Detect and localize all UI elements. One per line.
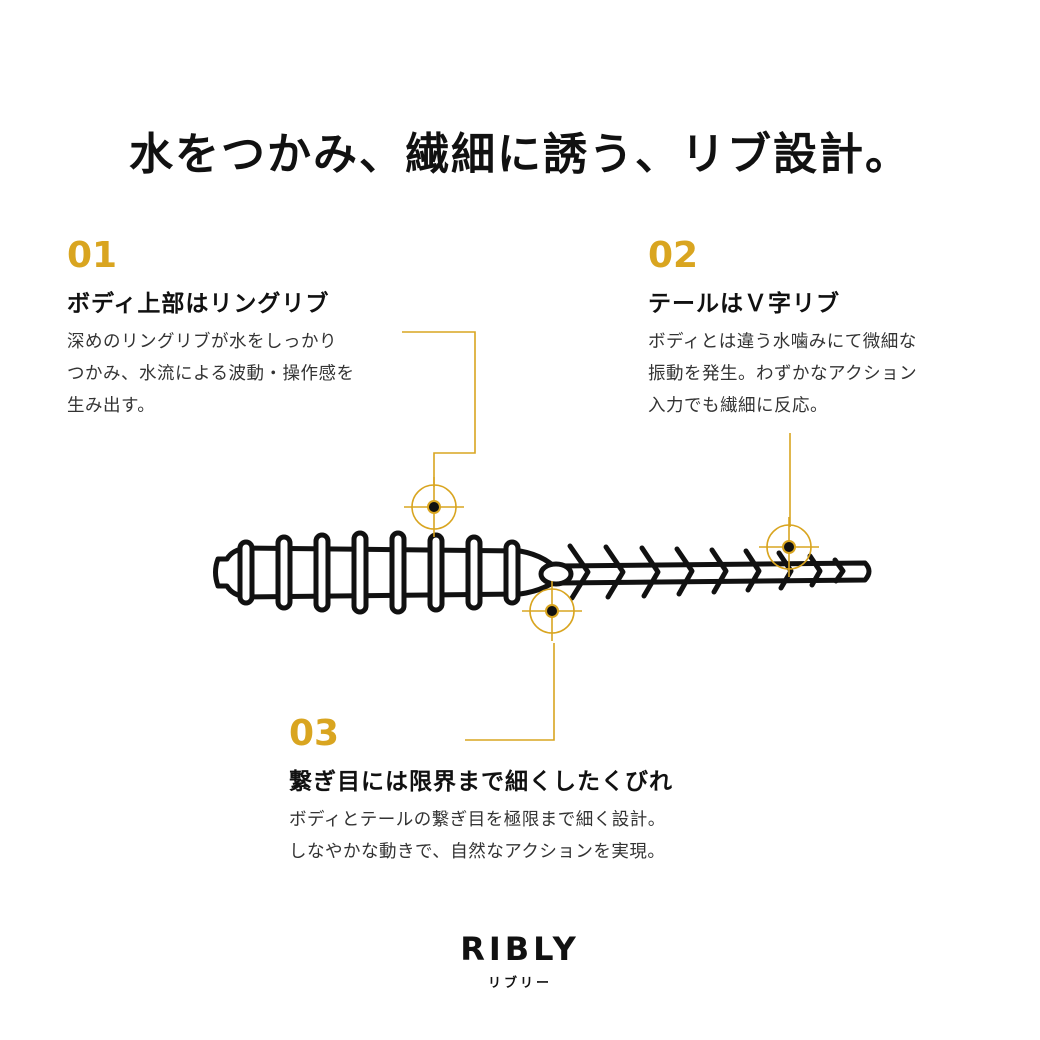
ring-rib [237, 539, 255, 606]
v-rib [674, 546, 695, 597]
feature-number: 03 [289, 713, 340, 754]
ring-rib [465, 534, 483, 611]
feature-ring-rib: 01 ボディ上部はリングリブ 深めのリングリブが水をしっかり つかみ、水流による… [67, 236, 354, 422]
feature-number: 02 [648, 235, 699, 276]
v-rib [743, 548, 762, 593]
target-marker-01 [404, 477, 464, 537]
ring-ribs [237, 530, 521, 615]
v-rib [807, 553, 823, 588]
v-rib [603, 544, 626, 600]
brand-logo: RIBLY [460, 930, 580, 968]
v-rib [776, 550, 794, 591]
ring-rib [389, 530, 407, 615]
feature-waist: 03 繋ぎ目には限界まで細くしたくびれ ボディとテールの繋ぎ目を極限まで細く設計… [289, 714, 673, 868]
v-rib [639, 545, 661, 599]
feature-number: 01 [67, 235, 118, 276]
feature-description: 深めのリングリブが水をしっかり つかみ、水流による波動・操作感を 生み出す。 [67, 332, 355, 416]
v-rib [832, 557, 846, 584]
feature-v-rib: 02 テールはＶ字リブ ボディとは違う水噛みにて微細な 振動を発生。わずかなアク… [648, 236, 917, 422]
v-ribs [567, 543, 846, 601]
lure-connector [538, 561, 574, 587]
ring-rib [275, 534, 293, 611]
ring-rib [351, 530, 369, 615]
brand-kana: リブリー [487, 976, 552, 991]
ring-rib [427, 532, 445, 613]
v-rib [709, 547, 729, 595]
feature-title: ボディ上部はリングリブ [67, 291, 330, 317]
feature-title: 繋ぎ目には限界まで細くしたくびれ [289, 769, 673, 795]
leader-line-03 [465, 643, 555, 741]
lure-tail-rod [557, 560, 872, 586]
ring-rib [313, 532, 331, 613]
feature-description: ボディとテールの繋ぎ目を極限まで細く設計。 しなやかな動きで、自然なアクションを… [289, 810, 666, 862]
target-marker-03 [522, 581, 582, 641]
feature-title: テールはＶ字リブ [648, 291, 840, 317]
leader-line-01 [402, 331, 476, 487]
v-rib [567, 543, 591, 601]
leader-lines [402, 331, 791, 741]
target-marker-02 [759, 517, 819, 577]
headline: 水をつかみ、繊細に誘う、リブ設計。 [129, 129, 911, 180]
feature-description: ボディとは違う水噛みにて微細な 振動を発生。わずかなアクション 入力でも繊細に反… [648, 332, 918, 416]
ring-rib [503, 539, 521, 606]
